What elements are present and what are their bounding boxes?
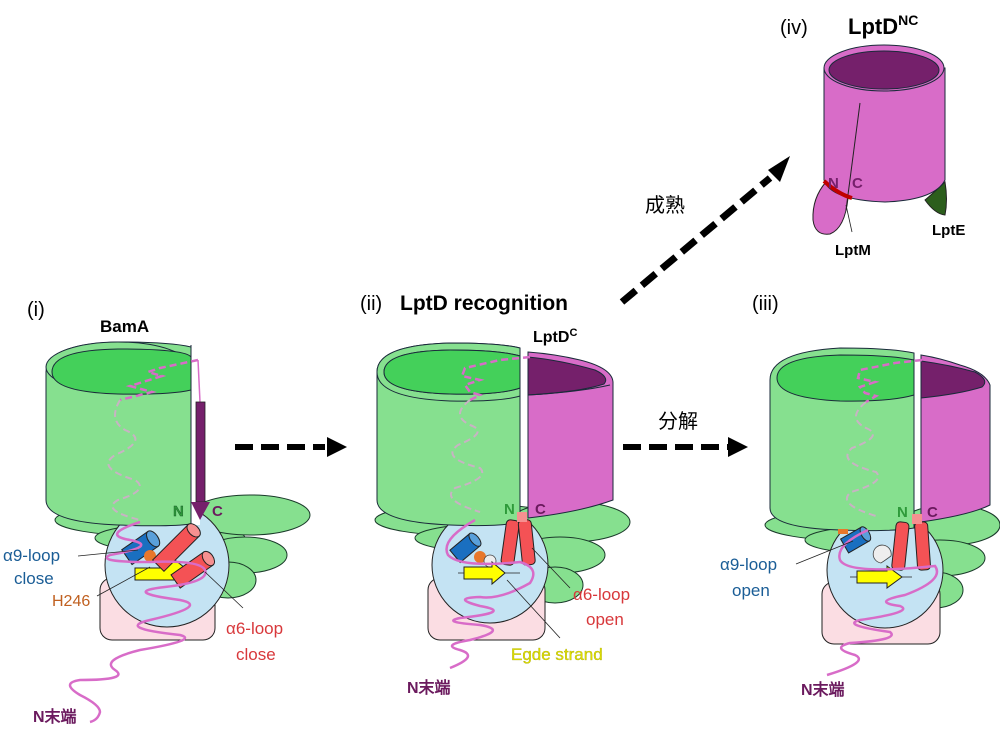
nterm-peptide: [68, 520, 207, 724]
alpha9-helix: [449, 532, 482, 564]
panel-i-a6-line2: close: [236, 645, 276, 664]
bama-barrel-lumen: [383, 349, 521, 395]
panel-iv-label: (iv): [780, 17, 808, 39]
panel-ii-label: (ii): [360, 293, 382, 315]
bama-barrel-lumen: [776, 354, 915, 402]
panel-ii-edge-strand: Egde strand: [511, 645, 603, 664]
panel-iv: [812, 44, 947, 235]
panel-iv-n-label: N: [828, 175, 839, 192]
lptd-nc-barrel: [823, 67, 946, 203]
panel-ii-c-label: C: [535, 501, 546, 518]
alpha6-helix-1: [151, 523, 201, 573]
panel-i-n-label: N: [173, 503, 184, 520]
panel-iii-a9-line2: open: [732, 581, 770, 600]
lptdc-title: LptDC: [533, 327, 577, 346]
arrow-i-to-ii: [235, 437, 347, 457]
panel-i-c-label: C: [212, 503, 223, 520]
panel-i-a9-line2: close: [14, 569, 54, 588]
h246-residue: [474, 551, 486, 563]
panel-iii: [764, 347, 1000, 677]
bama-barrel-lumen: [51, 348, 192, 395]
lptd-nc-lumen: [828, 50, 940, 90]
panel-ii-a6-line1: α6-loop: [573, 585, 630, 604]
lptd-c-barrel: [920, 354, 991, 523]
panel-i-label: (i): [27, 299, 45, 321]
panel-iii-label: (iii): [752, 293, 779, 315]
lpte-label: LptE: [932, 222, 965, 239]
pacman-residue: [872, 544, 892, 564]
degradation-label: 分解: [658, 410, 698, 433]
arrow-ii-to-iii: [623, 437, 748, 457]
lpte-blob: [924, 180, 947, 216]
panel-ii: [374, 342, 631, 670]
nterm-peptide: [826, 528, 939, 677]
lptm-label: LptM: [835, 242, 871, 259]
lptd-c-strand: [195, 401, 206, 503]
panel-iii-a9-line1: α9-loop: [720, 555, 777, 574]
lptm-blob: [812, 181, 849, 235]
lptd-nc-title: LptDNC: [848, 12, 918, 39]
nterm-peptide: [445, 518, 535, 670]
maturation-label: 成熟: [645, 194, 685, 217]
edge-strand: [463, 560, 506, 586]
panel-ii-a6-line2: open: [586, 610, 624, 629]
panel-iii-n-label: N: [897, 504, 908, 521]
panel-ii-nterm: N末端: [407, 678, 451, 697]
panel-i-a9-line1: α9-loop: [3, 546, 60, 565]
arrow-ii-to-iv: [619, 156, 790, 305]
panel-i-nterm: N末端: [33, 707, 77, 726]
nterm-peptide-inside: [119, 358, 199, 402]
panel-iii-nterm: N末端: [801, 680, 845, 699]
lptm-arc: [822, 179, 853, 200]
panel-iv-c-label: C: [852, 175, 863, 192]
bama-title: BamA: [100, 317, 149, 336]
panel-i-h246: H246: [52, 593, 90, 610]
lptd-recognition-title: LptD recognition: [400, 292, 568, 315]
panel-iii-c-label: C: [927, 504, 938, 521]
panel-i-a6-line1: α6-loop: [226, 619, 283, 638]
panel-ii-n-label: N: [504, 501, 515, 518]
panel-i: [45, 341, 311, 724]
lptd-c-lumen: [920, 360, 986, 399]
